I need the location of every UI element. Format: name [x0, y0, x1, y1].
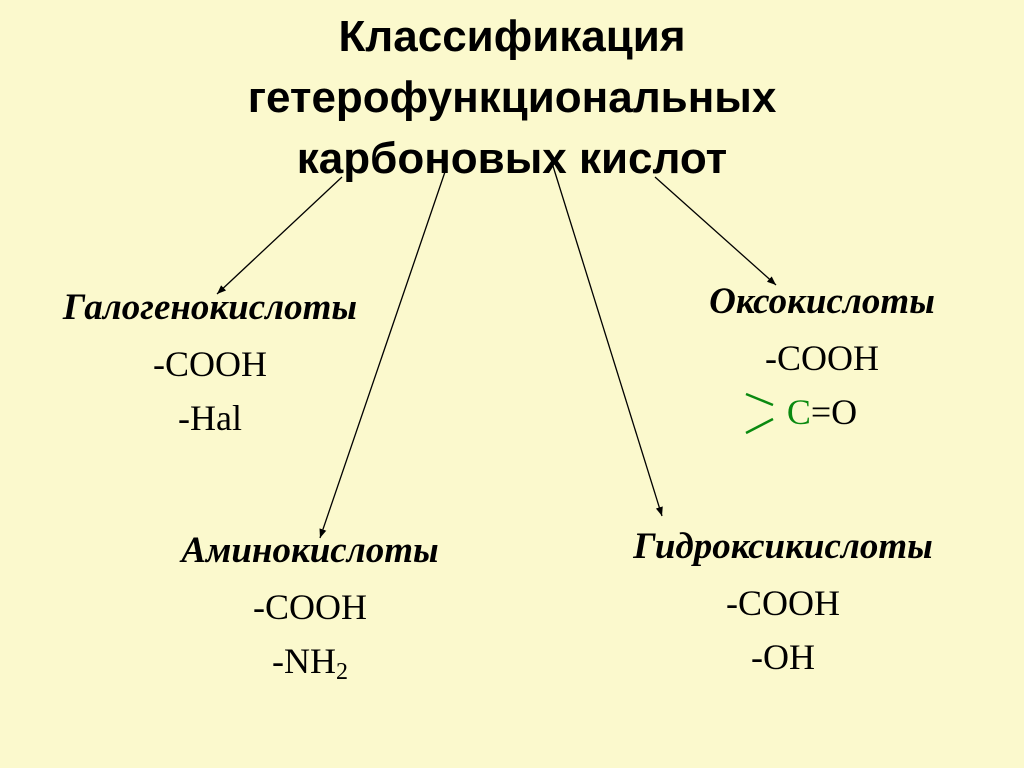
arrow-to-hydroxy [552, 165, 663, 517]
carbonyl-bond-lower [745, 417, 774, 435]
formula-cooh: -COOH [765, 338, 879, 378]
formula-cooh: -COOH [153, 344, 267, 384]
formula-cooh: -COOH [253, 587, 367, 627]
arrow-to-amino [319, 165, 448, 539]
formula-subscript-2: 2 [335, 659, 348, 685]
group-name-halogen-acids: Галогенокислоты [62, 287, 358, 328]
group-oxo-acids: Оксокислоты -COOH C=O [672, 273, 972, 439]
arrow-to-oxo [654, 176, 777, 286]
title-line-3: карбоновых кислот [296, 134, 728, 183]
title-line-2: гетерофункциональных [247, 73, 777, 122]
group-name-hydroxy-acids: Гидроксикислоты [633, 526, 933, 567]
carbonyl-carbon: C [786, 392, 811, 432]
formula-carbonyl: C=O [672, 385, 972, 439]
group-name-amino-acids: Аминокислоты [181, 530, 439, 571]
arrow-to-halo [216, 176, 343, 295]
carbonyl-bond-upper [745, 392, 774, 407]
carbonyl-oxygen: =O [810, 392, 858, 432]
formula-oh: -OH [751, 637, 815, 677]
group-halogen-acids: Галогенокислоты -COOH -Hal [20, 279, 400, 445]
group-hydroxy-acids: Гидроксикислоты -COOH -OH [590, 518, 976, 684]
diagram-title: Классификация гетерофункциональных карбо… [112, 6, 912, 189]
group-name-oxo-acids: Оксокислоты [709, 281, 935, 322]
formula-cooh: -COOH [726, 583, 840, 623]
group-amino-acids: Аминокислоты -COOH -NH2 [130, 522, 490, 688]
formula-hal: -Hal [178, 398, 242, 438]
title-line-1: Классификация [338, 12, 686, 61]
formula-nh2: -NH2 [130, 634, 490, 688]
formula-nh: -NH [272, 641, 336, 681]
